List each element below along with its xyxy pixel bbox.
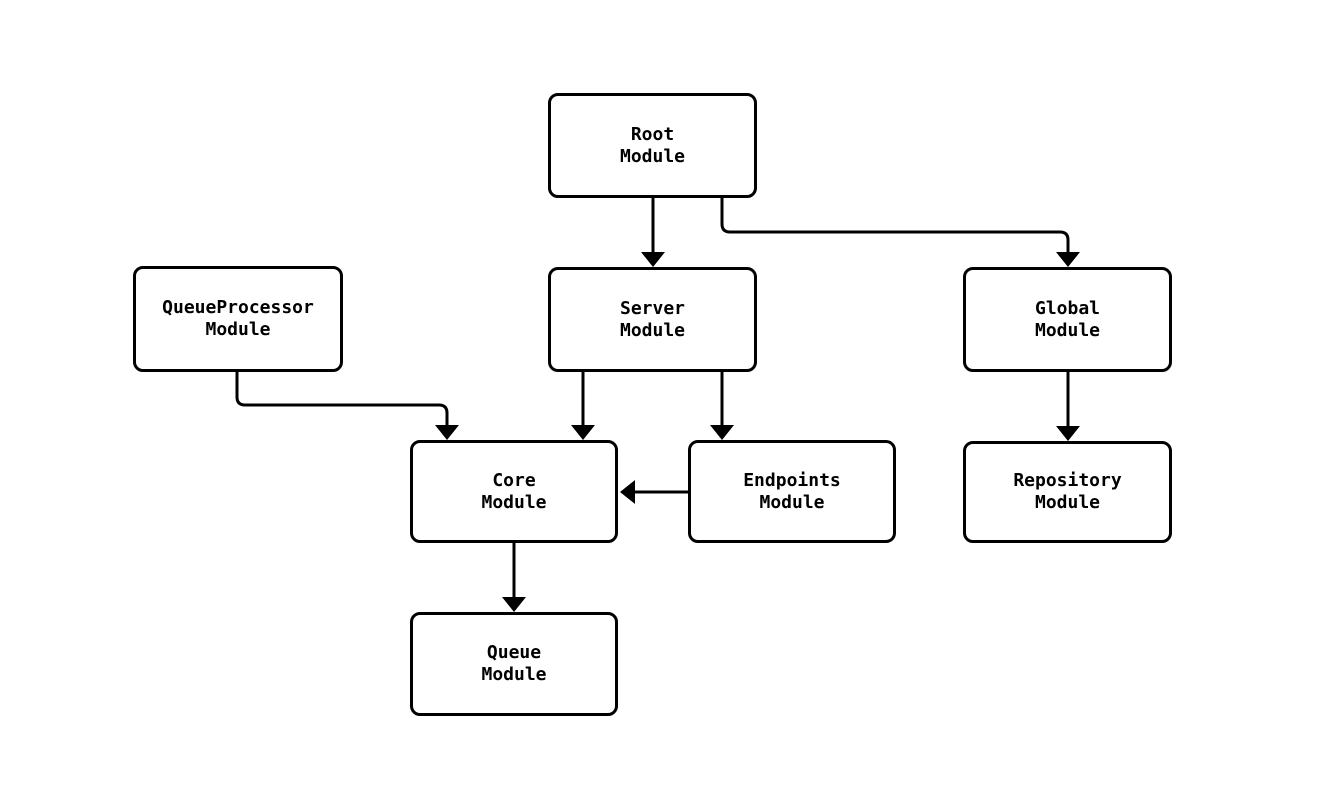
node-core-label-line1: Core xyxy=(492,469,536,491)
node-endpoints-label-line2: Module xyxy=(759,491,825,513)
edge-core-to-queue xyxy=(502,543,526,612)
edge-queueprocessor-to-core xyxy=(235,372,459,440)
edge-server-to-core xyxy=(571,372,595,440)
node-queueprocessor-label-line1: QueueProcessor xyxy=(162,297,314,318)
edge-server-to-endpoints xyxy=(710,372,734,440)
node-server-label-line1: Server xyxy=(619,297,686,319)
node-global-label-line1: Global xyxy=(1034,297,1101,319)
node-queueprocessor-label-line2: Module xyxy=(205,319,271,340)
node-root-label-line1: Root xyxy=(630,123,675,145)
edge-global-to-repository xyxy=(1056,372,1080,441)
edge-endpoints-to-core xyxy=(620,480,688,504)
edge-root-to-server xyxy=(641,198,665,267)
node-endpoints-label-line1: Endpoints xyxy=(743,469,841,491)
node-global-label-line2: Module xyxy=(1034,319,1101,341)
node-root-label-line2: Module xyxy=(619,145,686,167)
node-queueprocessor-module: QueueProcessor Module xyxy=(133,266,343,372)
node-core-module: Core Module xyxy=(410,440,618,543)
node-queue-module: Queue Module xyxy=(410,612,618,716)
node-root-module: Root Module xyxy=(548,93,757,198)
node-repository-label-line1: Repository xyxy=(1013,470,1122,491)
node-endpoints-module: Endpoints Module xyxy=(688,440,896,543)
edge-root-to-global xyxy=(720,198,1080,267)
node-repository-module: Repository Module xyxy=(963,441,1172,543)
node-server-label-line2: Module xyxy=(619,319,686,341)
node-repository-label-line2: Module xyxy=(1034,492,1101,513)
node-queue-label-line1: Queue xyxy=(486,642,542,663)
node-server-module: Server Module xyxy=(548,267,757,372)
node-queue-label-line2: Module xyxy=(481,664,547,685)
node-global-module: Global Module xyxy=(963,267,1172,372)
node-core-label-line2: Module xyxy=(481,491,547,513)
